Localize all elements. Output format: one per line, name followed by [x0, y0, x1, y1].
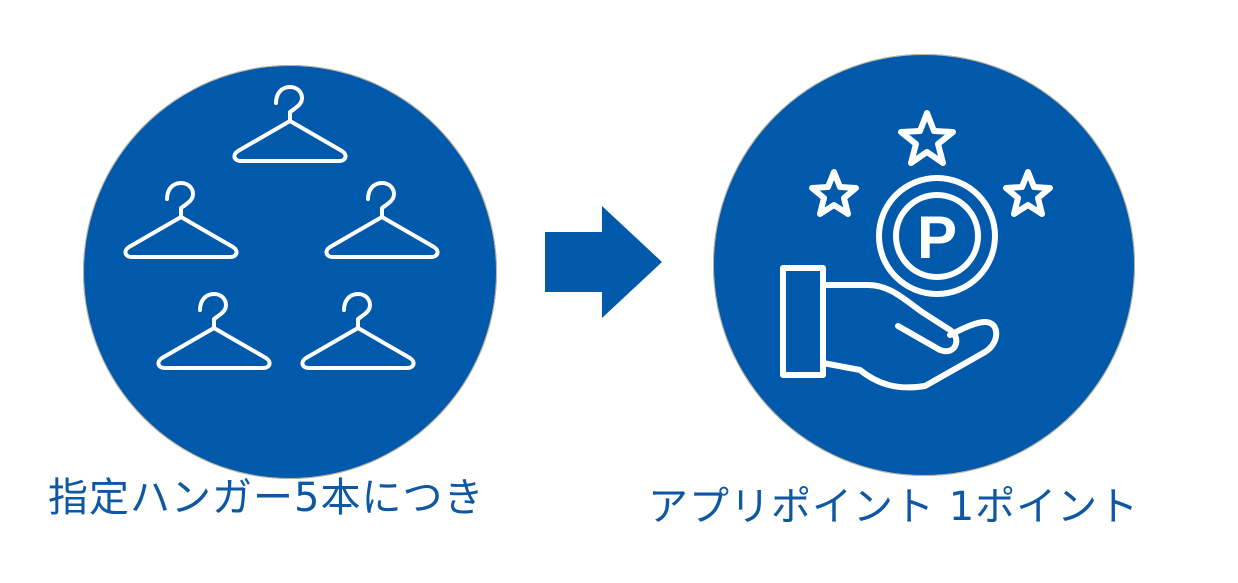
hand-cuff — [780, 265, 826, 378]
coin-outer — [876, 175, 998, 297]
hangers-circle — [83, 65, 497, 479]
hand-palm — [820, 282, 1000, 391]
star-icon — [898, 110, 956, 166]
star-icon — [809, 169, 859, 217]
right-caption: アプリポイント 1ポイント — [648, 484, 1140, 530]
coin-inner — [893, 192, 981, 280]
coin-letter: P — [917, 204, 957, 271]
star-icon — [1003, 169, 1053, 217]
left-caption: 指定ハンガー5本につき — [48, 475, 485, 521]
